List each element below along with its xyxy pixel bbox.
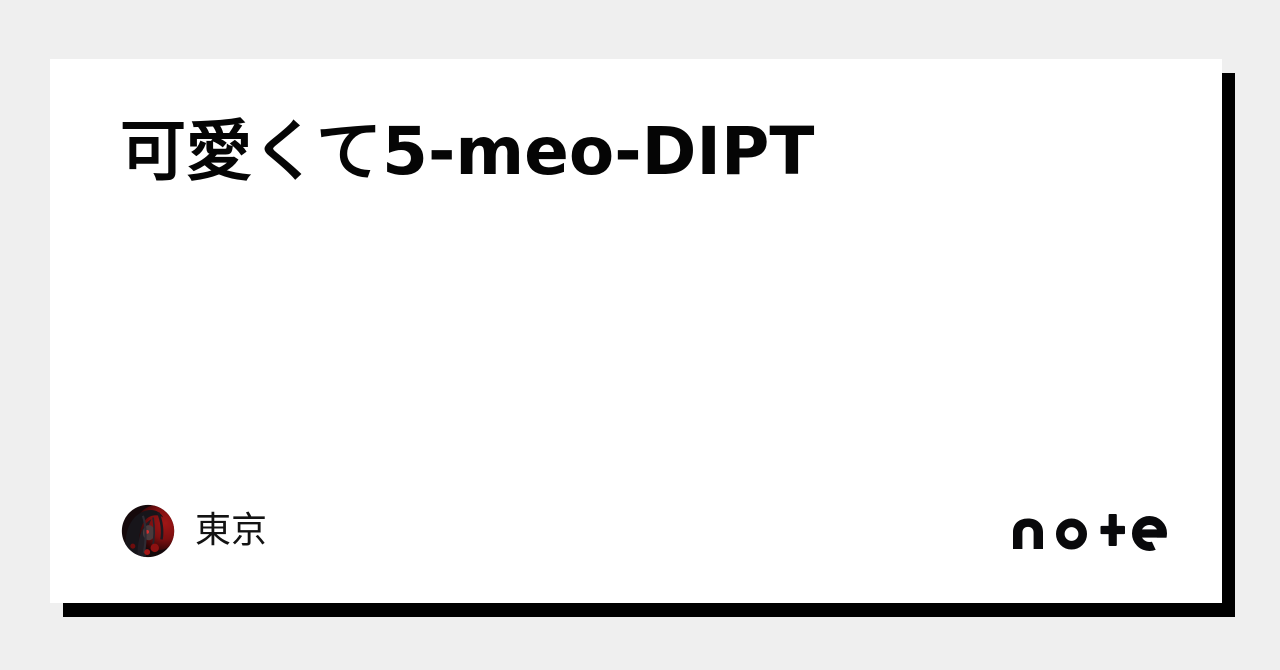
- author-avatar-icon: [121, 504, 175, 558]
- author-row: 東京: [121, 504, 267, 558]
- article-share-card: 可愛くて5-meo-DIPT: [50, 59, 1222, 603]
- card-footer: 東京: [121, 503, 1167, 559]
- author-name: 東京: [195, 510, 268, 551]
- article-title: 可愛くて5-meo-DIPT: [120, 113, 815, 190]
- note-logo-icon: [1013, 511, 1167, 551]
